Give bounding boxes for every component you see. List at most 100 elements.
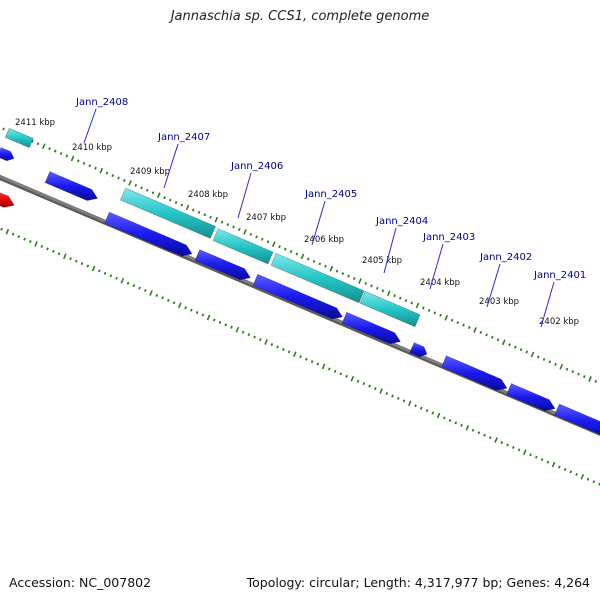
inner-tick (448, 418, 452, 422)
gene-label-jann-2403[interactable]: Jann_2403 (422, 232, 475, 243)
outer-tick (364, 281, 368, 285)
leader-line-jann-2404 (383, 227, 397, 274)
gene-label-jann-2402[interactable]: Jann_2402 (479, 252, 532, 263)
cyan-gene-block-1[interactable] (120, 187, 216, 239)
outer-tick (48, 147, 51, 151)
outer-tick (467, 326, 471, 330)
inner-tick (120, 277, 125, 284)
outer-tick (134, 183, 138, 187)
inner-tick (517, 448, 521, 452)
gene-label-jann-2404[interactable]: Jann_2404 (375, 216, 428, 227)
gene-label-jann-2408[interactable]: Jann_2408 (75, 97, 128, 108)
outer-tick (519, 348, 523, 352)
outer-tick (335, 269, 339, 273)
outer-tick (306, 257, 310, 261)
gene-arrow-jann-2402[interactable] (441, 355, 508, 391)
inner-tick (264, 339, 268, 345)
gene-arrow-jann-2403[interactable] (409, 342, 428, 358)
inner-tick (46, 247, 49, 251)
inner-tick (586, 477, 590, 481)
outer-tick (398, 296, 402, 300)
gene-arrow-jann-2401[interactable] (506, 383, 556, 412)
inner-tick (592, 480, 596, 484)
tick-layer (0, 127, 600, 486)
cyan-gene-block-2[interactable] (212, 228, 274, 265)
gene-label-jann-2407[interactable]: Jann_2407 (157, 132, 210, 143)
outer-tick (53, 149, 57, 153)
outer-tick (370, 284, 373, 288)
inner-tick (529, 453, 532, 457)
red-gene-feature[interactable] (0, 187, 15, 208)
inner-tick (287, 350, 291, 354)
outer-tick (347, 274, 350, 278)
inner-tick (282, 347, 285, 351)
inner-tick (98, 269, 101, 273)
outer-tick (439, 313, 442, 317)
inner-tick (339, 372, 343, 376)
inner-tick (333, 369, 337, 373)
outer-tick (174, 201, 178, 205)
inner-tick (126, 281, 130, 285)
outer-tick (271, 241, 276, 248)
outer-tick (249, 232, 253, 236)
gene-arrow-edge[interactable] (0, 147, 15, 162)
inner-tick (86, 264, 90, 268)
inner-tick (184, 306, 187, 310)
outer-tick (485, 333, 488, 337)
outer-tick (479, 330, 483, 334)
inner-tick (460, 423, 463, 427)
cyan-gene-block-edge[interactable] (4, 127, 34, 148)
inner-tick (206, 314, 211, 321)
inner-tick (420, 406, 423, 410)
inner-tick (310, 360, 314, 364)
outer-tick (117, 176, 120, 180)
inner-tick (402, 399, 406, 403)
gene-arrow-jann-2406[interactable] (194, 249, 251, 281)
inner-tick (443, 416, 446, 420)
outer-tick (260, 237, 264, 241)
cyan-gene-block-4[interactable] (359, 290, 421, 328)
leader-line-jann-2402 (486, 263, 501, 308)
outer-tick (243, 229, 247, 235)
outer-tick (381, 289, 385, 293)
outer-tick (111, 174, 115, 178)
inner-tick (293, 351, 297, 358)
outer-tick (237, 228, 241, 232)
gene-arrow-jann-2408[interactable] (44, 171, 98, 201)
outer-tick (559, 363, 564, 370)
outer-tick (393, 294, 396, 298)
gene-arrow-jann-2407[interactable] (104, 211, 193, 257)
inner-tick (575, 472, 578, 476)
outer-tick (209, 215, 212, 219)
gene-arrow-jann-2400[interactable] (554, 403, 600, 439)
outer-tick (94, 166, 97, 170)
inner-tick (172, 301, 176, 305)
cyan-gene-block-3[interactable] (270, 252, 365, 304)
inner-tick (103, 271, 107, 275)
gene-label-jann-2405[interactable]: Jann_2405 (304, 189, 357, 200)
outer-tick (140, 186, 143, 190)
inner-tick (155, 293, 159, 297)
inner-tick (494, 437, 498, 443)
outer-tick (65, 154, 69, 158)
outer-tick (266, 240, 270, 244)
gene-arrow-jann-2404[interactable] (341, 311, 401, 345)
leader-line-jann-2408 (83, 108, 97, 144)
inner-tick (580, 473, 585, 480)
inner-tick (270, 342, 274, 346)
inner-tick (512, 445, 515, 449)
outer-tick (156, 192, 161, 199)
outer-tick (283, 247, 287, 251)
outer-tick (191, 208, 195, 212)
inner-tick (80, 262, 84, 266)
outer-tick (41, 143, 46, 150)
inner-tick (29, 240, 32, 244)
inner-tick (178, 302, 182, 309)
inner-tick (500, 441, 504, 445)
outer-tick (404, 299, 408, 303)
gene-label-jann-2401[interactable]: Jann_2401 (533, 270, 586, 281)
inner-tick (218, 320, 222, 324)
gene-arrow-jann-2405[interactable] (252, 273, 343, 320)
gene-label-jann-2406[interactable]: Jann_2406 (230, 161, 283, 172)
